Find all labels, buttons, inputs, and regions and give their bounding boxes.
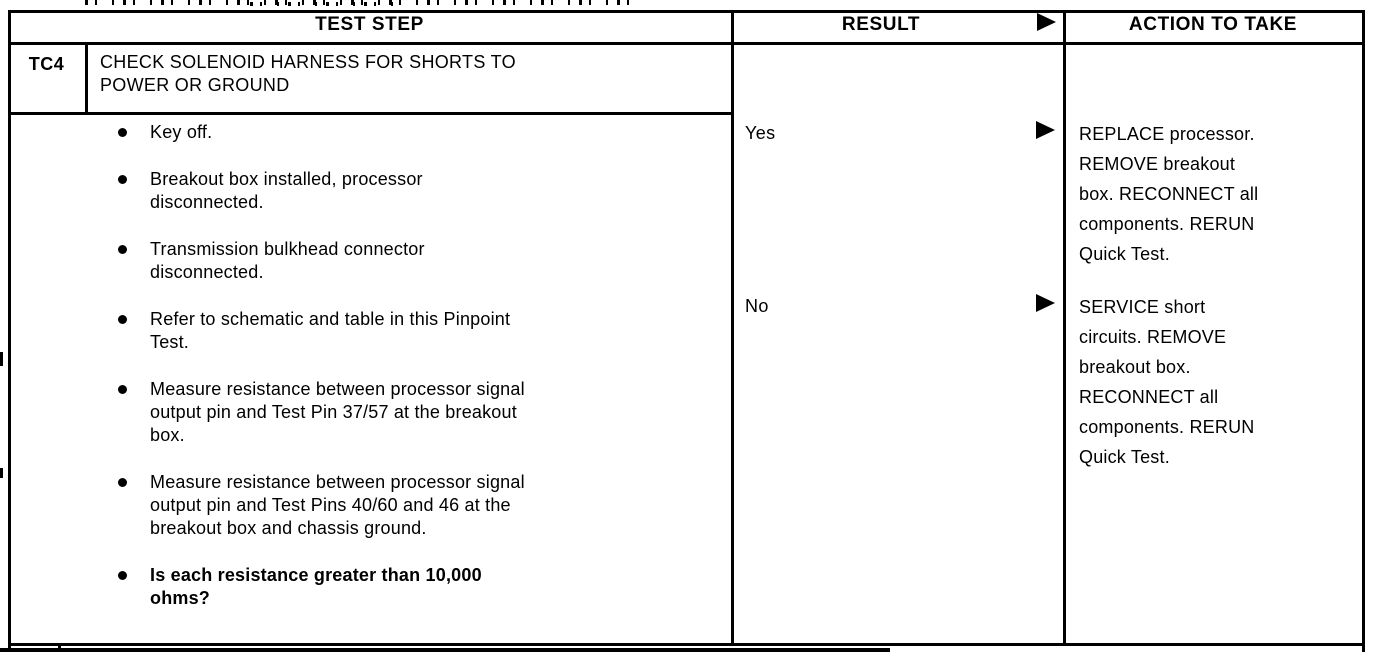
bullet-icon xyxy=(118,571,127,580)
header-bottom-rule xyxy=(8,42,1365,45)
step-text: Refer to schematic and table in this Pin… xyxy=(150,309,511,352)
table-border-left xyxy=(8,10,11,652)
step-text: Breakout box installed, processor discon… xyxy=(150,169,423,212)
test-step-item: Transmission bulkhead connector disconne… xyxy=(118,238,714,284)
step-text: Measure resistance between processor sig… xyxy=(150,379,525,445)
scan-noise-strip-2 xyxy=(250,2,400,6)
step-text: Measure resistance between processor sig… xyxy=(150,472,525,538)
bullet-icon xyxy=(118,478,127,487)
test-step-item: Measure resistance between processor sig… xyxy=(118,378,714,447)
bullet-icon xyxy=(118,385,127,394)
bullet-icon xyxy=(118,315,127,324)
result-no-label: No xyxy=(745,296,769,316)
table-border-bottom xyxy=(8,643,1365,646)
action-no-text: SERVICE short circuits. REMOVE breakout … xyxy=(1079,297,1255,467)
testid-column-divider xyxy=(85,45,88,115)
next-row-edge-artifact xyxy=(0,648,890,652)
column-header-test-step: TEST STEP xyxy=(315,14,424,35)
action-yes-text: REPLACE processor. REMOVE breakout box. … xyxy=(1079,124,1259,264)
test-step-item: Breakout box installed, processor discon… xyxy=(118,168,714,214)
step-text: Transmission bulkhead connector disconne… xyxy=(150,239,425,282)
bullet-icon xyxy=(118,245,127,254)
column-divider-action xyxy=(1063,10,1066,644)
bullet-icon xyxy=(118,128,127,137)
scan-speck xyxy=(0,468,3,478)
column-header-action: ACTION TO TAKE xyxy=(1128,14,1298,35)
table-border-right xyxy=(1362,10,1365,652)
test-title: CHECK SOLENOID HARNESS FOR SHORTS TO POW… xyxy=(100,52,516,95)
next-row-divider-stub xyxy=(58,646,61,652)
column-divider-result xyxy=(731,10,734,644)
test-step-question: Is each resistance greater than 10,000 o… xyxy=(118,564,714,610)
bullet-icon xyxy=(118,175,127,184)
step-text: Key off. xyxy=(150,122,213,142)
result-yes-label: Yes xyxy=(745,123,776,143)
step-text: Is each resistance greater than 10,000 o… xyxy=(150,565,482,608)
column-header-result: RESULT xyxy=(841,14,921,35)
title-row-bottom-rule xyxy=(8,112,734,115)
test-step-item: Refer to schematic and table in this Pin… xyxy=(118,308,714,354)
test-step-item: Key off. xyxy=(118,121,714,144)
test-step-item: Measure resistance between processor sig… xyxy=(118,471,714,540)
result-header-arrow-icon xyxy=(1037,13,1056,31)
table-border-top xyxy=(8,10,1365,13)
test-step-list: Key off. Breakout box installed, process… xyxy=(118,121,714,634)
result-yes-arrow-icon xyxy=(1036,121,1055,139)
result-no-arrow-icon xyxy=(1036,294,1055,312)
test-id-label: TC4 xyxy=(28,54,65,74)
scan-speck xyxy=(0,352,3,366)
